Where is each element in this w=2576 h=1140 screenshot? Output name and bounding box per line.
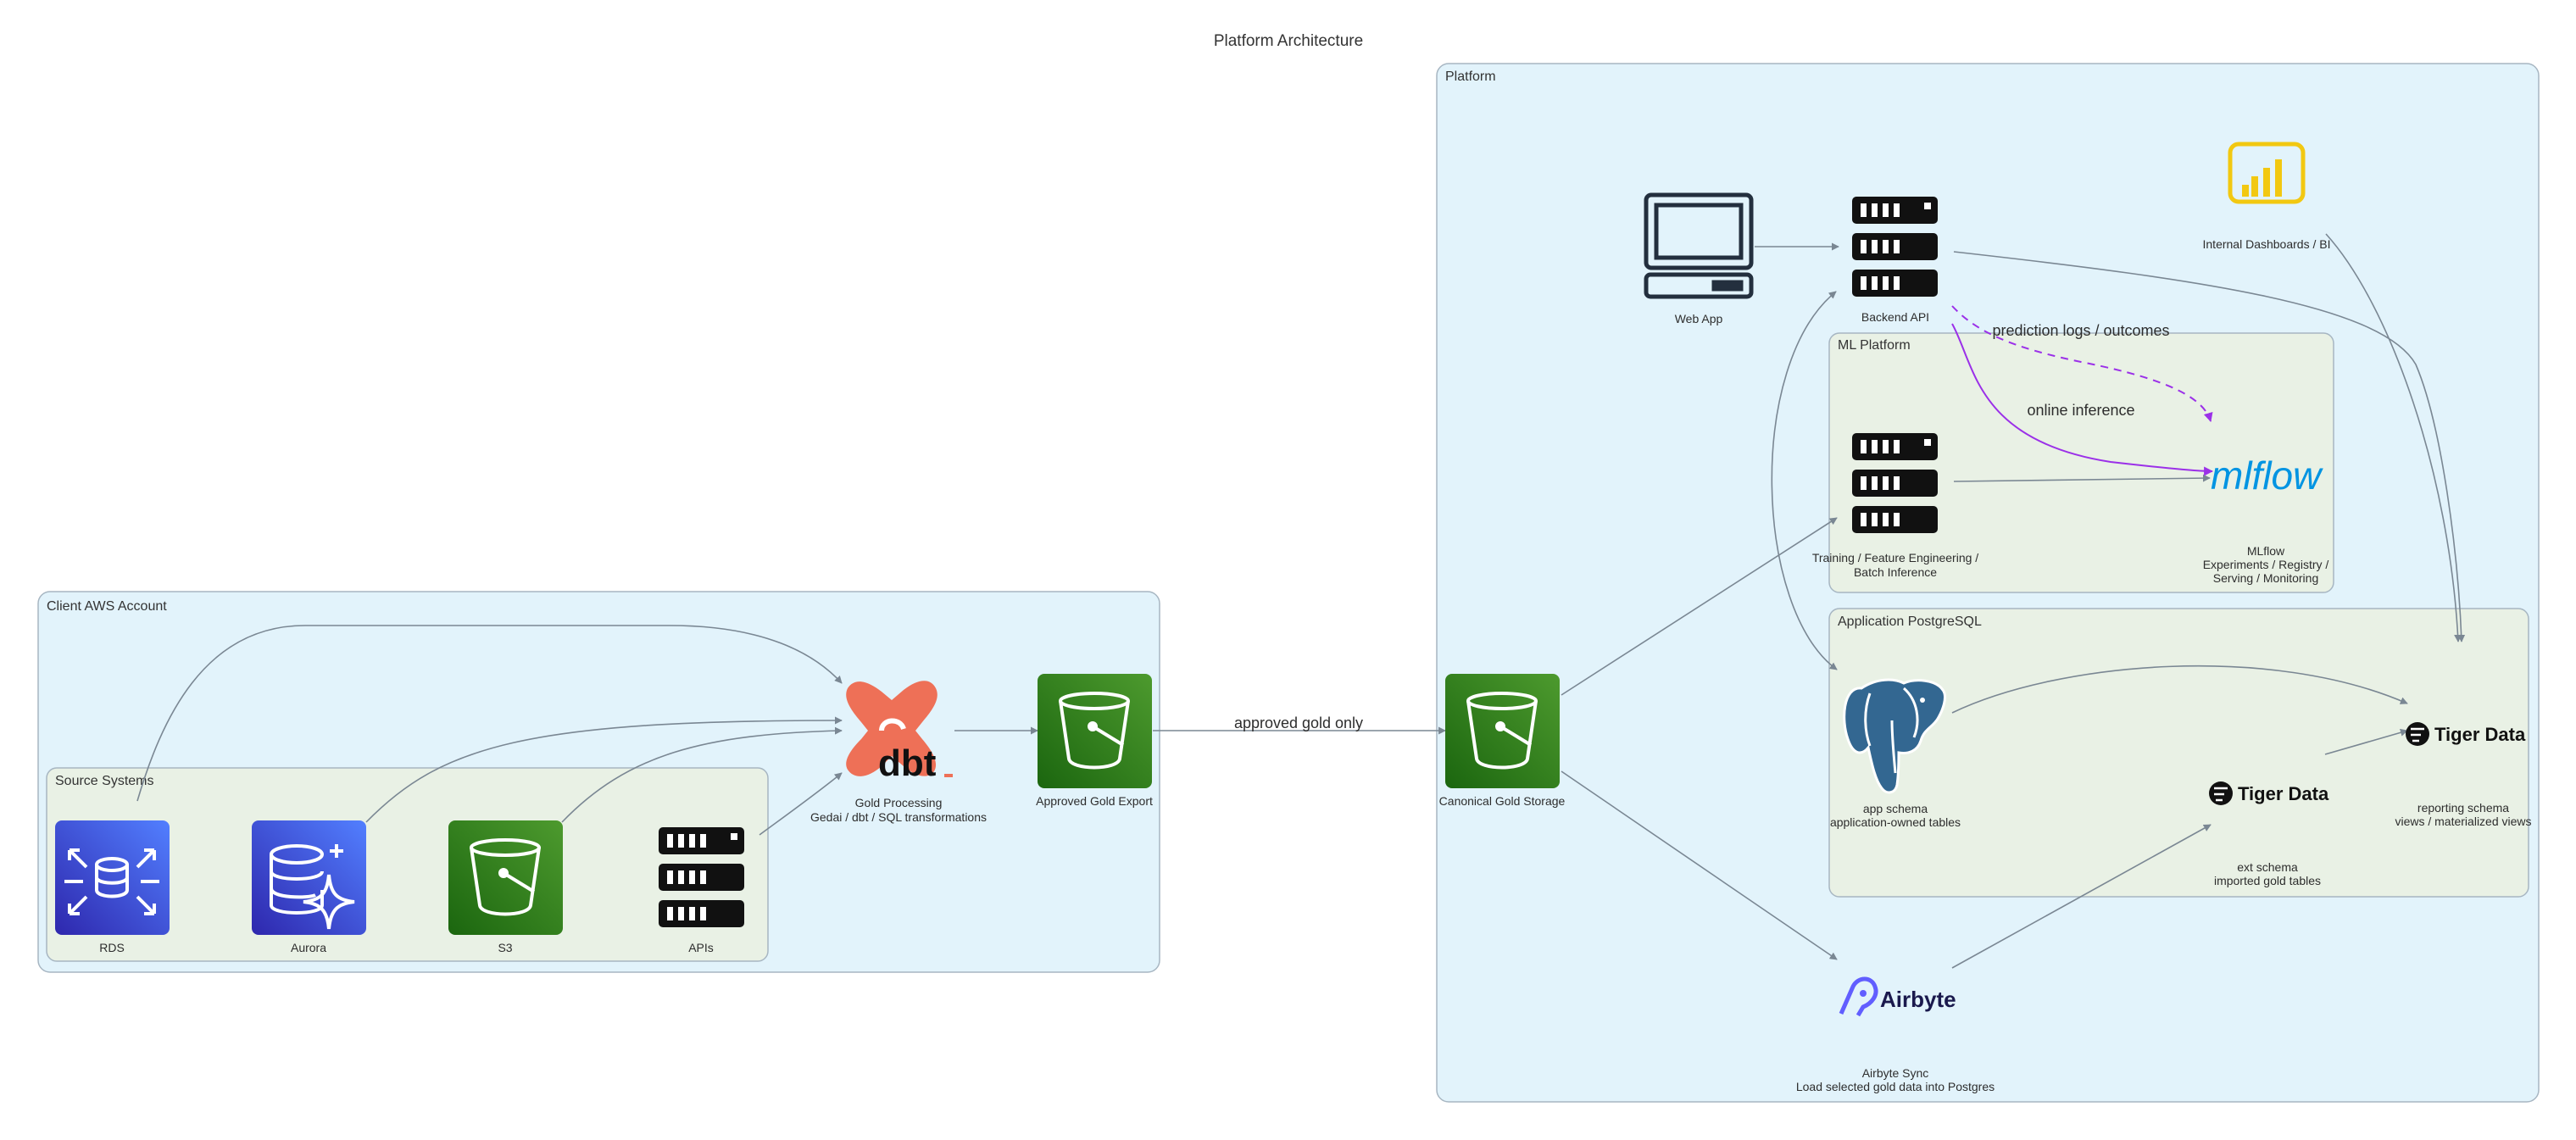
node-label: Web App xyxy=(1675,312,1723,325)
node-label-line2: Experiments / Registry / xyxy=(2203,558,2329,571)
edges xyxy=(136,233,2466,969)
cluster-application-postgresql: Application PostgreSQL xyxy=(1828,608,2529,898)
edge-canonical-to-backend xyxy=(1771,291,1838,670)
tiger-data-wordmark: Tiger Data xyxy=(2434,724,2526,745)
mlflow-logo-icon: mlflow xyxy=(2211,453,2323,498)
edge-label-prediction-logs: prediction logs / outcomes xyxy=(1992,322,2169,339)
cluster-label: Application PostgreSQL xyxy=(1838,614,1982,629)
node-label-line1: reporting schema xyxy=(2417,801,2509,815)
edge-backend-to-reporting xyxy=(1953,251,2466,642)
edge-rds-to-gold-processing xyxy=(136,625,843,802)
edge-apis-to-gold-processing xyxy=(759,772,843,836)
aurora-glyph xyxy=(270,844,355,930)
node-label: Backend API xyxy=(1861,310,1929,324)
node-label-line1: MLflow xyxy=(2247,544,2285,558)
server-icon xyxy=(659,827,744,927)
cluster-label: ML Platform xyxy=(1838,338,1911,353)
cluster-label: Platform xyxy=(1445,70,1496,84)
diagram-title: Platform Architecture xyxy=(1214,32,1363,50)
node-aurora[interactable]: Aurora xyxy=(252,820,366,954)
node-label-line1: ext schema xyxy=(2237,860,2298,874)
laptop-icon xyxy=(1644,192,1754,299)
s3-bucket-icon xyxy=(1445,674,1560,788)
edge-backend-to-mlflow-prediction-logs xyxy=(1951,305,2213,423)
edge-s3-to-gold-processing xyxy=(561,726,843,823)
node-web-app[interactable]: Web App xyxy=(1644,192,1754,325)
postgresql-elephant-icon xyxy=(1843,678,1946,794)
s3-bucket-icon xyxy=(1038,674,1152,788)
edge-app-schema-to-reporting xyxy=(1951,665,2408,714)
node-apis[interactable]: APIs xyxy=(659,827,744,954)
node-label-line2: application-owned tables xyxy=(1830,815,1961,829)
edge-backend-to-mlflow-online-inference xyxy=(1951,323,2214,476)
node-airbyte-sync[interactable]: Airbyte Airbyte Sync Load selected gold … xyxy=(1796,976,1995,1093)
edge-training-to-mlflow xyxy=(1953,474,2211,482)
node-label: Internal Dashboards / BI xyxy=(2203,237,2331,251)
airbyte-logo-icon: Airbyte xyxy=(1839,976,1956,1017)
s3-glyph xyxy=(1466,692,1538,770)
node-label: Aurora xyxy=(291,941,326,954)
server-icon xyxy=(1852,433,1938,533)
cluster-source-systems: Source Systems xyxy=(46,767,769,962)
node-label-line1: app schema xyxy=(1863,802,1928,815)
edge-bi-to-reporting xyxy=(2325,233,2462,642)
airbyte-wordmark: Airbyte xyxy=(1880,987,1956,1012)
node-label-line2: Batch Inference xyxy=(1854,565,1937,579)
node-app-schema[interactable]: app schema application-owned tables xyxy=(1830,678,1961,829)
node-label-line2: views / materialized views xyxy=(2395,815,2531,828)
node-label-line1: Gold Processing xyxy=(855,796,943,809)
s3-glyph xyxy=(470,838,541,916)
node-approved-gold-export[interactable]: Approved Gold Export xyxy=(1036,674,1153,808)
dbt-wordmark: dbt xyxy=(878,742,937,784)
node-ext-schema[interactable]: Tiger Data ext schema imported gold tabl… xyxy=(2209,781,2329,887)
s3-bucket-icon xyxy=(448,820,563,935)
power-bi-icon xyxy=(2228,142,2306,204)
edge-canonical-to-airbyte xyxy=(1561,770,1838,960)
node-reporting-schema[interactable]: Tiger Data reporting schema views / mate… xyxy=(2395,722,2532,828)
cluster-ml-platform: ML Platform xyxy=(1828,332,2334,593)
edge-label-online-inference: online inference xyxy=(2027,402,2134,419)
s3-glyph xyxy=(1059,692,1130,770)
node-label-line1: Airbyte Sync xyxy=(1862,1066,1929,1080)
node-internal-dashboards[interactable]: Internal Dashboards / BI xyxy=(2203,142,2331,251)
edge-label-approved-gold-only: approved gold only xyxy=(1234,715,1363,731)
tiger-data-logo-icon: Tiger Data xyxy=(2209,781,2329,805)
node-gold-processing[interactable]: dbt Gold Processing Gedai / dbt / SQL tr… xyxy=(810,681,987,824)
dbt-logo-icon: dbt xyxy=(846,681,953,784)
tiger-data-wordmark: Tiger Data xyxy=(2238,783,2329,804)
node-rds[interactable]: RDS xyxy=(55,820,170,954)
edge-aurora-to-gold-processing xyxy=(365,716,843,823)
node-label-line2: Load selected gold data into Postgres xyxy=(1796,1080,1995,1093)
node-label-line2: Gedai / dbt / SQL transformations xyxy=(810,810,987,824)
rds-icon xyxy=(55,820,170,935)
node-label: Canonical Gold Storage xyxy=(1439,794,1566,808)
edge-airbyte-to-ext-schema xyxy=(1951,824,2212,969)
node-mlflow[interactable]: mlflow MLflow Experiments / Registry / S… xyxy=(2203,453,2329,585)
server-icon xyxy=(1852,197,1938,297)
edge-ext-schema-to-reporting xyxy=(2324,728,2408,755)
node-label-line2: imported gold tables xyxy=(2214,874,2321,887)
node-label: Approved Gold Export xyxy=(1036,794,1153,808)
mlflow-wordmark: mlflow xyxy=(2211,453,2323,498)
node-label: APIs xyxy=(688,941,714,954)
rds-glyph xyxy=(64,848,159,915)
node-label-line3: Serving / Monitoring xyxy=(2213,571,2319,585)
node-s3[interactable]: S3 xyxy=(448,820,563,954)
tiger-data-logo-icon: Tiger Data xyxy=(2406,722,2526,746)
node-label: S3 xyxy=(498,941,512,954)
node-label-line1: Training / Feature Engineering / xyxy=(1812,551,1978,564)
node-label: RDS xyxy=(99,941,125,954)
cluster-label: Client AWS Account xyxy=(47,599,167,614)
edge-canonical-to-ml-training xyxy=(1561,517,1838,696)
cluster-label: Source Systems xyxy=(55,774,153,788)
node-backend-api[interactable]: Backend API xyxy=(1852,197,1938,324)
node-canonical-gold-storage[interactable]: Canonical Gold Storage xyxy=(1439,674,1566,808)
node-ml-training[interactable]: Training / Feature Engineering / Batch I… xyxy=(1812,433,1978,579)
